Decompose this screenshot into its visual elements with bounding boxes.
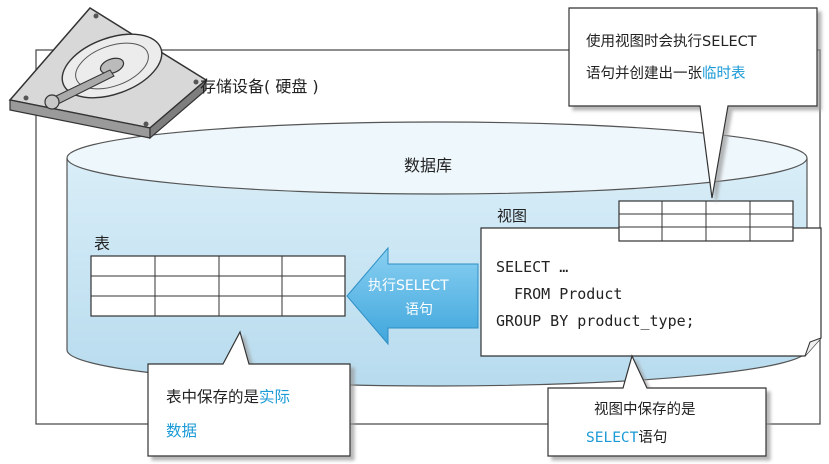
callout-top-line1: 使用视图时会执行SELECT [586, 33, 757, 50]
hard-disk-icon [8, 7, 208, 140]
sql-line-1: SELECT … [496, 258, 568, 276]
callout-view-line2-plain: 语句 [638, 429, 667, 446]
sql-line-3: GROUP BY product_type; [496, 312, 695, 330]
table-grid [90, 255, 346, 317]
arrow-label-line1: 执行SELECT [368, 278, 449, 294]
view-label: 视图 [497, 207, 527, 225]
sql-line-2: FROM Product [496, 285, 622, 303]
callout-view-line1: 视图中保存的是 [594, 401, 696, 418]
callout-view-line2-highlight: SELECT [586, 430, 639, 446]
temp-table-grid [618, 200, 794, 242]
callout-temp-table [568, 7, 818, 199]
callout-top-line2-plain: 语句并创建出一张 [586, 65, 702, 82]
callout-table-line1: 表中保存的是实际 [166, 388, 290, 406]
execute-select-arrow: 执行SELECT 语句 [346, 246, 479, 346]
callout-view [547, 354, 767, 457]
arrow-label-line2: 语句 [405, 302, 433, 318]
table-label: 表 [94, 234, 110, 253]
callout-top-line2: 语句并创建出一张临时表 [586, 65, 746, 82]
callout-top-line2-highlight: 临时表 [702, 65, 746, 82]
callout-table-line1-highlight: 实际 [259, 388, 290, 406]
storage-label: 存储设备( 硬盘 ) [200, 77, 319, 96]
callout-view-line2: SELECT语句 [586, 429, 667, 446]
callout-table-line1-plain: 表中保存的是 [166, 388, 259, 406]
callout-table-line2: 数据 [166, 422, 197, 440]
callout-table [147, 330, 351, 457]
view-sql-box: SELECT … FROM Product GROUP BY product_t… [480, 227, 822, 357]
database-label: 数据库 [404, 156, 452, 175]
